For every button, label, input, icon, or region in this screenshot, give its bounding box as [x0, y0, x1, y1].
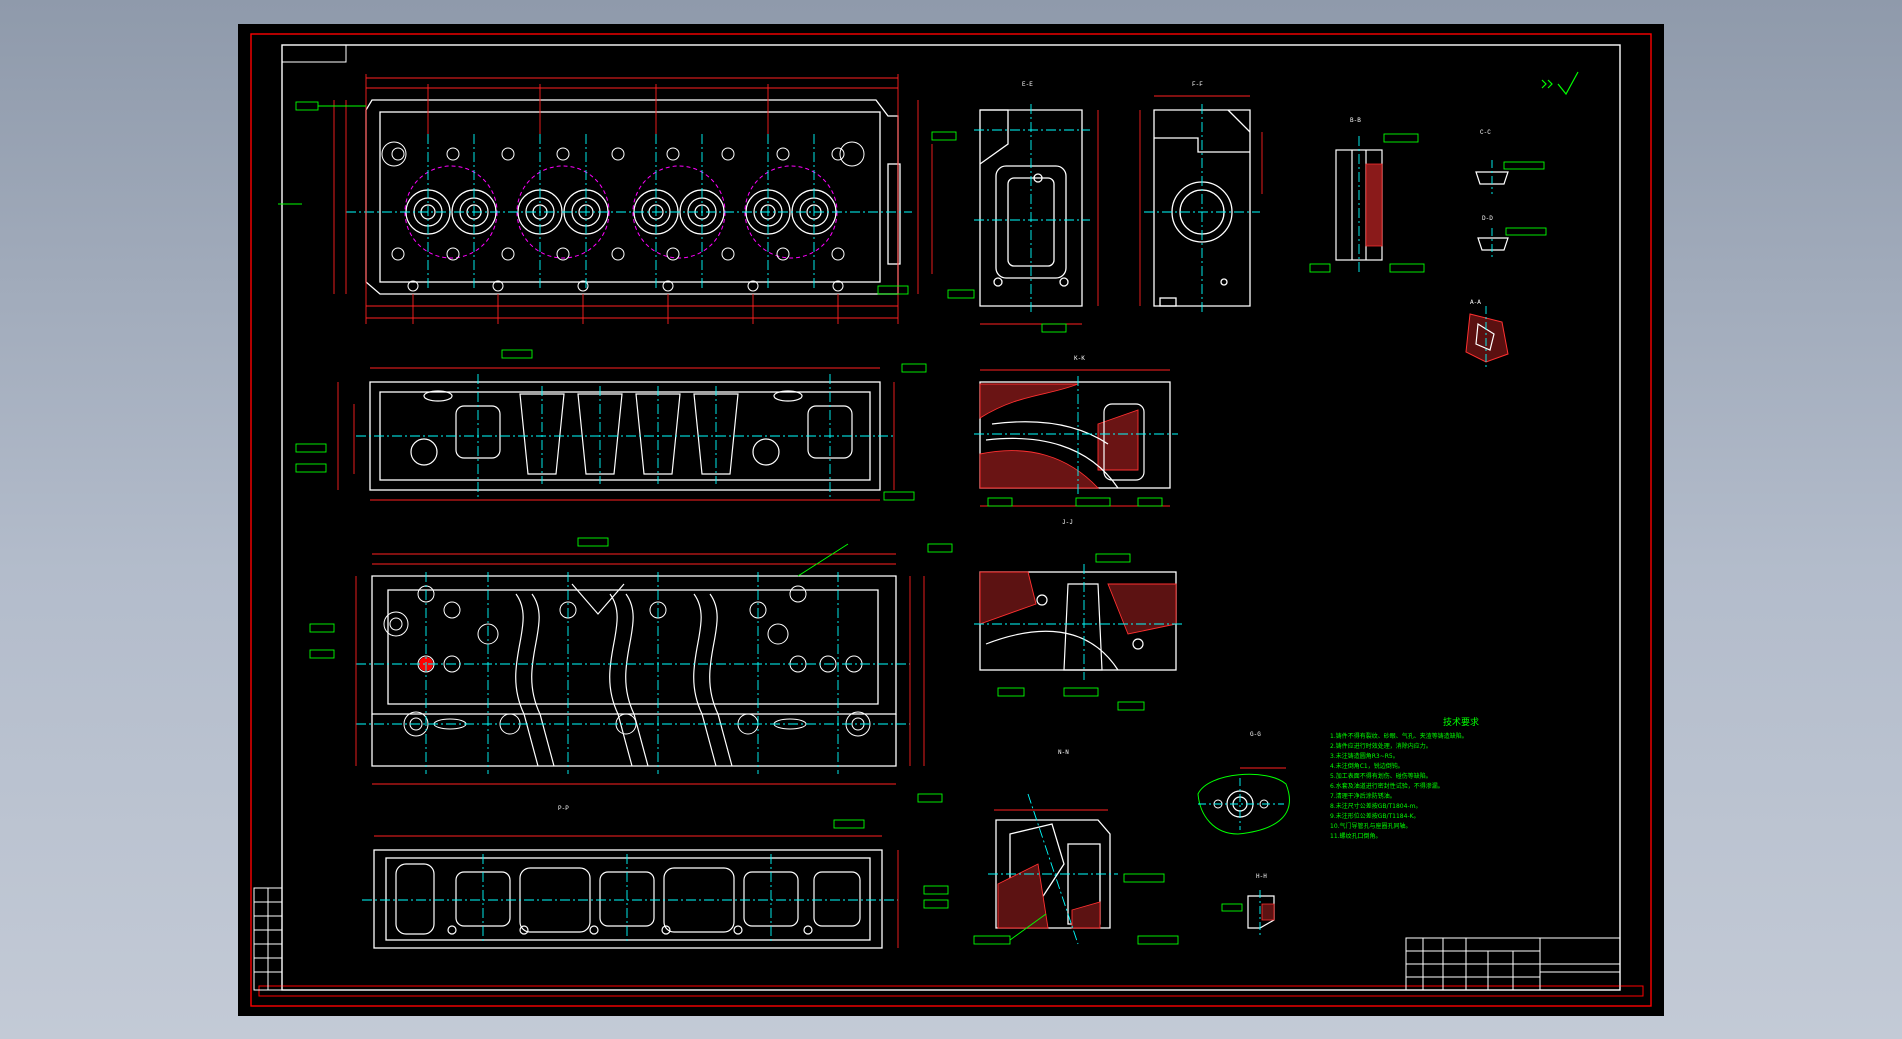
view-bottom-deck	[309, 537, 953, 803]
section-view-2	[1139, 95, 1263, 314]
cad-viewport[interactable]: A-A B-B C-C D-D E-E F-F G-G H-H K-K N-N …	[238, 24, 1664, 1016]
tech-line: 3.未注铸造圆角R3~R5。	[1330, 752, 1399, 760]
top-view-dimensions	[333, 74, 933, 324]
outer-frame	[250, 33, 1652, 1007]
bottom-strip	[258, 985, 1644, 997]
section-view-kk	[974, 369, 1178, 507]
section-view-lower-1	[973, 793, 1179, 945]
view-exhaust-side	[362, 819, 949, 949]
tech-line: 7.清理干净后涂防锈油。	[1330, 792, 1396, 800]
tech-line: 4.未注倒角C1，锐边倒钝。	[1330, 762, 1404, 770]
code-box	[281, 44, 347, 63]
water-passages	[515, 583, 733, 767]
section-label-a: A-A	[1470, 299, 1481, 306]
view-top-plan	[278, 74, 957, 324]
tech-line: 10.气门导管孔与座圈孔同轴。	[1330, 822, 1412, 830]
section-view-3	[1309, 133, 1425, 274]
section-label-b: B-B	[1350, 117, 1361, 124]
section-view-jj	[974, 553, 1184, 711]
tech-line: 9.未注形位公差按GB/T1184-K。	[1330, 812, 1420, 820]
section-view-lower-2	[1197, 767, 1290, 835]
left-stamp-table	[253, 887, 283, 991]
roughness-symbol	[1541, 71, 1579, 96]
drawing-canvas: A-A B-B C-C D-D E-E F-F G-G H-H K-K N-N …	[250, 33, 1652, 1007]
top-view-centerlines	[346, 134, 912, 289]
section-label-h: H-H	[1256, 873, 1267, 880]
section-view-1	[947, 104, 1099, 333]
section-label-e: E-E	[1022, 81, 1033, 88]
section-view-4	[1475, 160, 1547, 260]
tech-line: 6.水套及油道进行密封性试验，不得渗漏。	[1330, 782, 1444, 790]
tech-title: 技术要求	[1443, 716, 1479, 728]
section-label-n: N-N	[1058, 749, 1069, 756]
section-view-5	[1465, 306, 1509, 368]
top-view-callouts	[278, 101, 957, 295]
ports	[410, 390, 853, 475]
section-label-j: J-J	[1062, 519, 1073, 526]
tech-line: 8.未注尺寸公差按GB/T1804-m。	[1330, 802, 1421, 810]
section-label-k: K-K	[1074, 355, 1085, 362]
hatch-3	[1365, 163, 1383, 247]
view-front-elevation	[295, 349, 927, 501]
technical-requirements: 技术要求 1.铸件不得有裂纹、砂眼、气孔、夹渣等铸造缺陷。 2.铸件应进行时效处…	[1330, 716, 1479, 840]
section-label-d: D-D	[1482, 215, 1493, 222]
bolt-holes	[381, 141, 865, 292]
sheet-frame	[250, 33, 1652, 1007]
inner-border	[281, 44, 1621, 991]
tech-line: 5.加工表面不得有划伤、碰伤等缺陷。	[1330, 772, 1432, 780]
tech-line: 2.铸件应进行时效处理，消除内应力。	[1330, 742, 1432, 750]
section-label-f: F-F	[1192, 81, 1203, 88]
section-view-lower-3	[1221, 890, 1275, 936]
section-label-g: G-G	[1250, 731, 1261, 738]
tech-line: 11.螺纹孔口倒角。	[1330, 832, 1382, 840]
tech-line: 1.铸件不得有裂纹、砂眼、气孔、夹渣等铸造缺陷。	[1330, 732, 1468, 740]
section-label-p: P-P	[558, 805, 569, 812]
title-block	[1405, 937, 1621, 991]
section-label-c: C-C	[1480, 129, 1491, 136]
